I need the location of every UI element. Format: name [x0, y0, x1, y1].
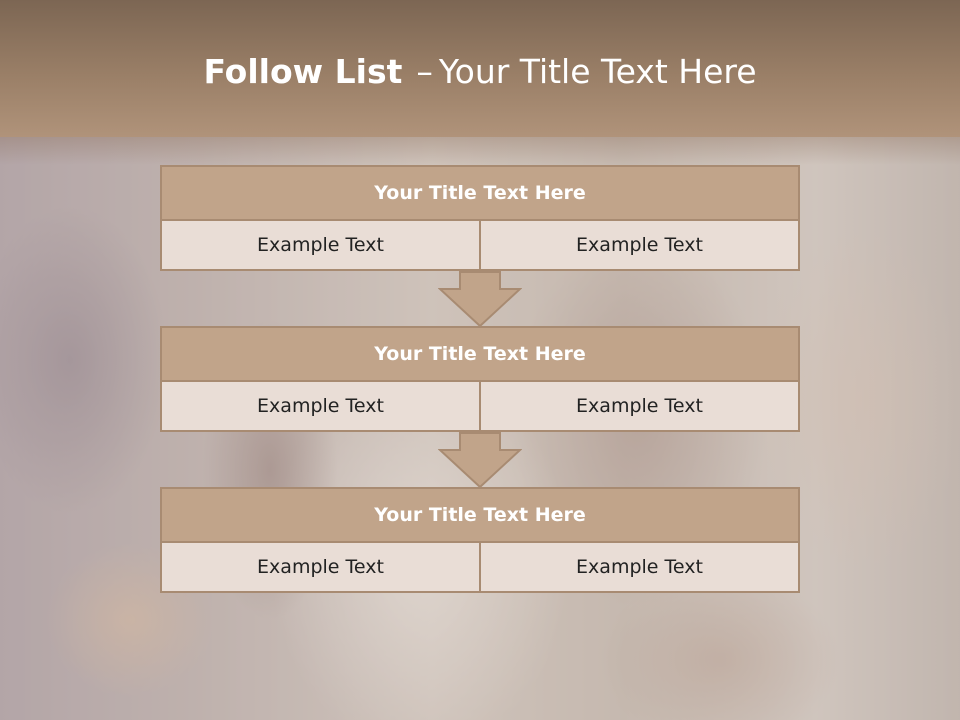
block-heading[interactable]: Your Title Text Here [160, 487, 800, 543]
down-arrow-icon [438, 271, 522, 327]
block-cell-right[interactable]: Example Text [481, 221, 800, 271]
block-row: Example Text Example Text [160, 221, 800, 271]
block-heading[interactable]: Your Title Text Here [160, 326, 800, 382]
block-heading[interactable]: Your Title Text Here [160, 165, 800, 221]
block-cell-right[interactable]: Example Text [481, 382, 800, 432]
slide-title: Follow List–Your Title Text Here [0, 52, 960, 91]
block-cell-left[interactable]: Example Text [160, 382, 481, 432]
title-separator: – [416, 52, 433, 91]
title-bold: Follow List [203, 52, 403, 91]
block-cell-left[interactable]: Example Text [160, 221, 481, 271]
header-band [0, 0, 960, 137]
list-block-3: Your Title Text Here Example Text Exampl… [160, 487, 800, 593]
block-row: Example Text Example Text [160, 382, 800, 432]
list-block-2: Your Title Text Here Example Text Exampl… [160, 326, 800, 432]
block-cell-right[interactable]: Example Text [481, 543, 800, 593]
block-cell-left[interactable]: Example Text [160, 543, 481, 593]
down-arrow-icon [438, 432, 522, 488]
title-rest: Your Title Text Here [438, 52, 757, 91]
list-block-1: Your Title Text Here Example Text Exampl… [160, 165, 800, 271]
block-row: Example Text Example Text [160, 543, 800, 593]
header-shadow [0, 137, 960, 165]
